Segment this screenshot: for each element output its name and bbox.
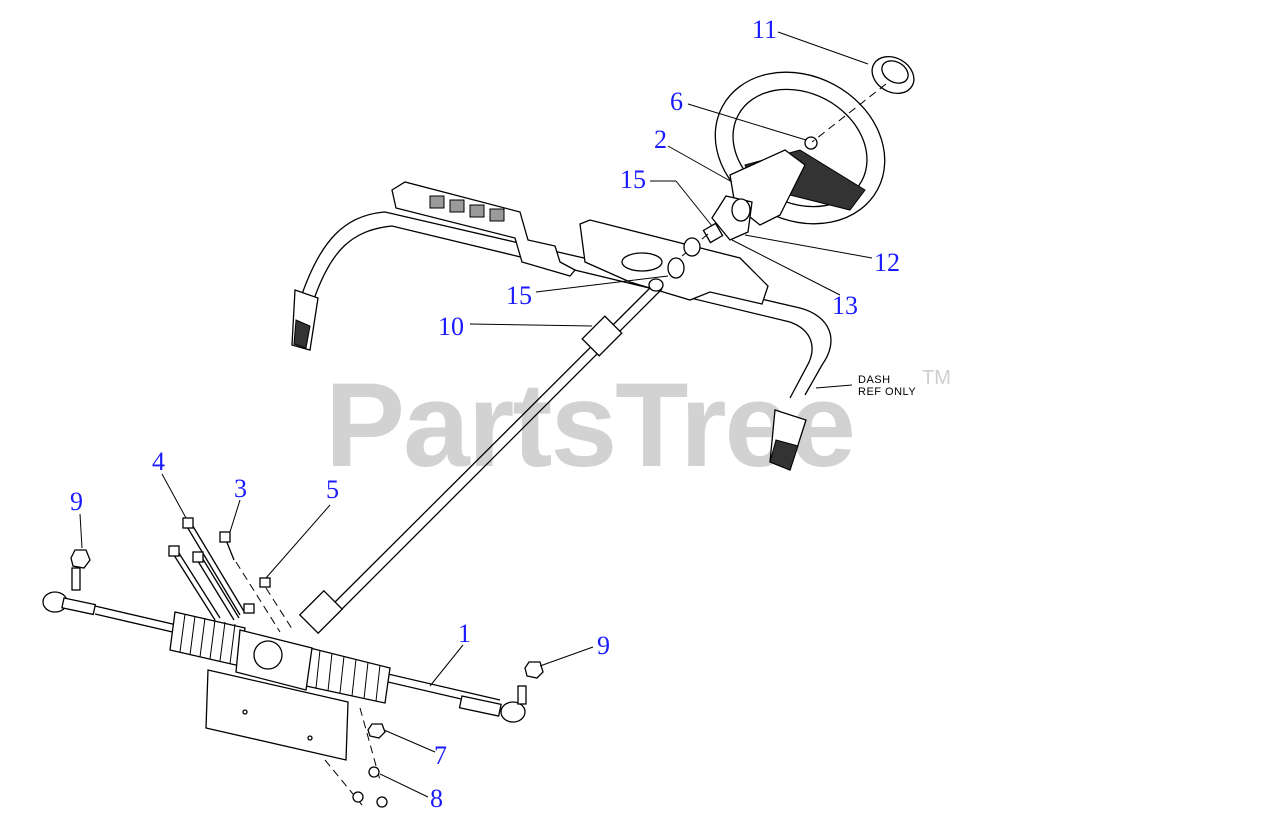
washer-8-upper: [368, 766, 380, 778]
steering-wheel: [714, 71, 886, 226]
watermark-trademark: TM: [922, 367, 951, 389]
callout-7[interactable]: 7: [434, 741, 447, 770]
callout-5[interactable]: 5: [326, 475, 339, 504]
wheel-center-cap: [871, 55, 915, 95]
callout-3[interactable]: 3: [234, 474, 247, 503]
u-joint-upper: [581, 315, 623, 357]
callout-2[interactable]: 2: [654, 125, 667, 154]
u-joint-lower: [298, 589, 344, 635]
callout-9-right[interactable]: 9: [597, 631, 610, 660]
column-bushing: [667, 257, 685, 279]
nut-5: [259, 577, 271, 588]
watermark: PartsTree: [325, 358, 854, 492]
callout-6[interactable]: 6: [670, 87, 683, 116]
nut-7: [367, 723, 386, 739]
dash-note-line1: DASH: [858, 374, 891, 386]
steering-rack: [94, 605, 501, 761]
wheel-nut: [804, 136, 818, 150]
callout-15-upper[interactable]: 15: [620, 165, 646, 194]
callout-4[interactable]: 4: [152, 447, 165, 476]
callout-10[interactable]: 10: [438, 312, 464, 341]
nut-7-upper: [243, 603, 255, 614]
steering-shaft: [298, 278, 664, 635]
tie-rod-end-right: [458, 661, 544, 723]
washer-8-right: [376, 796, 388, 808]
leader-lines: [79, 31, 873, 798]
tie-rod-end-left: [42, 549, 97, 616]
callout-12[interactable]: 12: [874, 248, 900, 277]
callout-13[interactable]: 13: [832, 291, 858, 320]
callout-15-lower[interactable]: 15: [506, 281, 532, 310]
callout-9-left[interactable]: 9: [70, 487, 83, 516]
column-bushing-upper: [683, 237, 701, 257]
short-bolt: [219, 531, 235, 561]
callout-8[interactable]: 8: [430, 784, 443, 813]
callout-1[interactable]: 1: [458, 619, 471, 648]
washer-8-left: [352, 791, 364, 803]
long-bolts: [168, 517, 246, 621]
steering-column-hub: [702, 136, 818, 244]
callout-11[interactable]: 11: [752, 15, 777, 44]
dash-note-line2: REF ONLY: [858, 386, 916, 398]
